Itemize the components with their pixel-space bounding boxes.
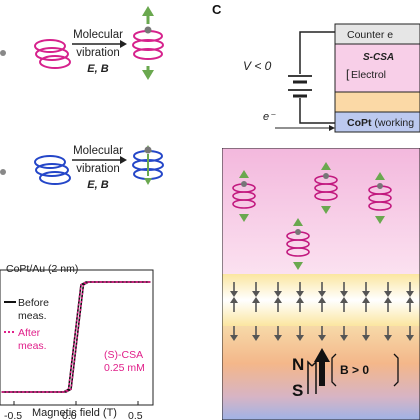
spin-region-diagram: N S B > 0: [222, 148, 420, 420]
north-pole-label: N: [292, 355, 304, 374]
spin-arrow-icon: [340, 297, 348, 312]
spin-arrow-icon: [252, 297, 260, 312]
spin-arrow-icon: [384, 297, 392, 312]
spin-arrow-icon: [252, 326, 260, 341]
spin-arrow-icon: [362, 282, 370, 297]
chiral-molecule-helix: [368, 172, 392, 224]
spin-arrow-icon: [318, 282, 326, 297]
interface-layer: [334, 91, 420, 113]
spin-arrow-icon: [340, 326, 348, 341]
x-label-holder: Magnetic field (T): [32, 407, 117, 419]
chiral-molecule-helix: [232, 170, 256, 222]
spin-arrow-icon: [296, 326, 304, 341]
hysteresis-plot: CoPt/Au (2 nm) Before meas. After meas. …: [0, 263, 154, 420]
vibration-label-1b: vibration: [76, 47, 119, 59]
spin-arrow-icon: [362, 297, 370, 312]
tick-label-zero: 0.0: [62, 410, 77, 420]
spin-arrow-icon: [230, 282, 238, 297]
pink-helix-left: [34, 39, 71, 69]
blue-helix-right: [132, 145, 164, 185]
vibration-label-1a: Molecular: [73, 29, 123, 41]
electrochemical-cell: Counter e S-CSA Electrol [ CoPt (working…: [243, 23, 420, 133]
spin-arrow-icon: [384, 326, 392, 341]
spin-arrow-icon: [274, 282, 282, 297]
copt-electrode: [334, 111, 420, 133]
electron-label: e⁻: [263, 111, 276, 123]
field-label-1: E, B: [87, 63, 108, 75]
legend-before-1: Before: [18, 297, 49, 309]
panel-letter-c: C: [212, 2, 222, 17]
spin-arrow-icon: [406, 326, 414, 341]
spin-arrow-icon: [230, 297, 238, 312]
electron-flow-arrow-icon: [329, 125, 335, 131]
spin-arrow-icon: [274, 297, 282, 312]
electrolyte-label: Electrol: [351, 69, 386, 81]
chiral-molecule-helix: [314, 162, 338, 214]
counter-label: Counter e: [347, 29, 393, 41]
field-label-2: E, B: [87, 179, 108, 191]
electrolyte-layer: [334, 43, 420, 93]
field-arrow-icon: [314, 348, 330, 386]
spin-down-arrow-icon: [142, 70, 154, 80]
vibration-label-2b: vibration: [76, 163, 119, 175]
blue-helix-left: [34, 155, 71, 185]
csa-layer-label: S-CSA: [363, 52, 394, 63]
spin-arrow-icon: [384, 282, 392, 297]
tick-label-neg: -0.5: [4, 410, 22, 420]
spin-arrow-icon: [406, 297, 414, 312]
spin-arrow-icon: [318, 297, 326, 312]
legend-after-2: meas.: [18, 340, 47, 352]
x-axis-label: Magnetic field (T): [32, 407, 117, 419]
legend-after-1: After: [18, 327, 41, 339]
panel-helix-diagrams: Molecular vibration E, B Molecular vibra…: [0, 6, 164, 191]
tick-label-pos: 0.5: [128, 410, 143, 420]
electrolyte-region: [222, 148, 420, 274]
curve-after-branch-down: [1, 281, 151, 393]
spin-arrow-icon: [252, 282, 260, 297]
partial-molecule-icon: [0, 50, 6, 56]
copt-label: CoPt (working: [347, 117, 414, 129]
spin-arrow-icon: [296, 297, 304, 312]
vibration-label-2a: Molecular: [73, 145, 123, 157]
sample-label: CoPt/Au (2 nm): [6, 263, 78, 275]
svg-text:[: [: [346, 67, 350, 81]
spin-arrow-icon: [406, 282, 414, 297]
spin-up-arrow-icon: [142, 6, 154, 16]
voltage-label: V < 0: [243, 59, 272, 73]
south-pole-label: S: [292, 381, 303, 400]
pink-helix-right: [132, 6, 164, 80]
spin-arrow-icon: [230, 326, 238, 341]
field-label: B > 0: [340, 363, 369, 377]
legend-before-2: meas.: [18, 310, 47, 322]
spin-arrow-icon: [340, 282, 348, 297]
csa-label-2: 0.25 mM: [104, 362, 145, 374]
spin-arrow-icon: [296, 282, 304, 297]
spin-arrow-icon: [274, 326, 282, 341]
chiral-molecule-helix: [286, 218, 310, 270]
csa-label-1: (S)-CSA: [104, 349, 143, 361]
spin-arrow-icon: [362, 326, 370, 341]
spin-arrow-icon: [318, 326, 326, 341]
